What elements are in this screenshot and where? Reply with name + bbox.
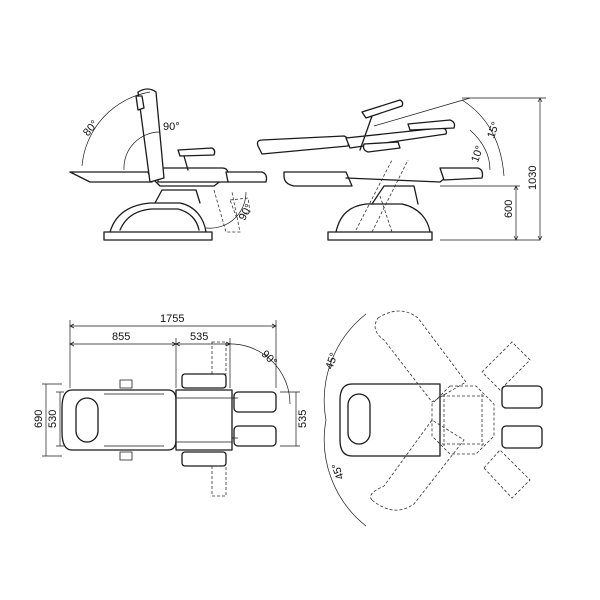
length-label-535: 535	[190, 331, 208, 343]
armrest-swing	[211, 341, 227, 497]
leg-rest-left	[501, 385, 543, 409]
column-lift-range	[355, 159, 409, 233]
arc-90-back	[123, 131, 161, 171]
top-view: 1755 855 535 690 530 535 90°	[33, 313, 309, 497]
column	[154, 189, 201, 204]
width-label-535: 535	[297, 410, 309, 428]
foot-section-raised	[407, 119, 456, 131]
leg-rest	[225, 171, 268, 183]
height-label-1030: 1030	[527, 166, 539, 190]
base-pedestal	[335, 203, 431, 233]
column	[371, 185, 419, 205]
armrest-top-upper	[181, 373, 227, 389]
rotated-down	[370, 419, 465, 511]
backrest	[137, 88, 165, 183]
leg-rest-left	[233, 391, 277, 413]
angle-label-10: 10°	[469, 144, 486, 164]
rotated-up	[374, 310, 467, 403]
seat-body	[283, 171, 353, 187]
width-label-690: 690	[33, 410, 45, 428]
arc-80	[81, 91, 151, 167]
leg-rest	[439, 167, 484, 181]
angle-label-45-up: 45°	[324, 351, 341, 371]
length-label-855: 855	[112, 331, 130, 343]
angle-label-45-down: 45°	[330, 461, 347, 481]
armrest-top-lower	[181, 451, 227, 467]
width-label-530: 530	[47, 410, 59, 428]
foot-board	[69, 171, 153, 183]
arc-10	[469, 129, 491, 171]
leg-rest-right	[233, 425, 277, 447]
frame	[345, 173, 451, 183]
armrest-pad	[362, 141, 401, 153]
arc-15	[461, 99, 505, 177]
armrest	[177, 147, 216, 157]
length-label-1755: 1755	[160, 313, 184, 325]
leg-rest-right	[501, 425, 543, 449]
arc-90-leg	[205, 191, 247, 229]
seat-top	[175, 389, 233, 451]
seat-cushion	[157, 167, 229, 183]
side-view-flat: 15° 10° 600 1030	[256, 97, 546, 241]
angle-label-90-back: 90°	[163, 121, 180, 133]
height-label-600: 600	[503, 200, 515, 218]
rotation-base	[431, 385, 495, 455]
rotation-view: 45° 45°	[323, 310, 543, 527]
face-hole	[347, 393, 371, 445]
base-inner	[119, 208, 200, 231]
angle-label-80: 80°	[81, 118, 101, 138]
arc-90-top	[225, 343, 291, 405]
angle-label-15: 15°	[485, 120, 502, 140]
base-plate	[103, 231, 213, 241]
arc-45-down	[323, 419, 367, 527]
face-hole	[75, 397, 99, 443]
side-view-reclined: 80° 90° 90°	[69, 88, 268, 241]
angle-label-90-leg: 90°	[237, 202, 256, 222]
backrest-flat	[256, 135, 350, 155]
headrest	[135, 95, 145, 111]
base-plate	[327, 231, 433, 241]
base-pedestal	[109, 202, 207, 233]
arc-45-up	[323, 313, 367, 421]
armrest	[361, 99, 404, 119]
legrest-rotated	[481, 341, 531, 499]
leg-rest-lowered	[213, 189, 241, 233]
